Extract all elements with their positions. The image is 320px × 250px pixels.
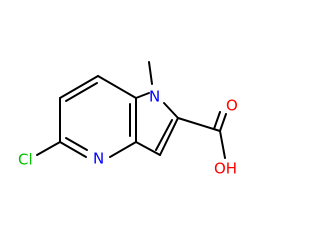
bond-c2-ccooh <box>177 117 221 132</box>
bond-npy-c5 <box>109 141 137 158</box>
bond-c6-c7 <box>59 75 99 99</box>
bond-c3-c5 <box>135 141 161 156</box>
bond-layer <box>36 61 227 159</box>
molecule-diagram: N N O OH Cl <box>18 61 238 178</box>
bond-c2-c3 <box>159 117 179 156</box>
bond-c8-npy-inner <box>65 137 88 151</box>
bond-c-oh <box>219 130 226 159</box>
bond-c8-cl <box>36 141 61 156</box>
bond-n1-methyl <box>148 61 153 85</box>
bond-c-o-double-b <box>213 111 221 130</box>
atom-o-carbonyl: O <box>226 97 238 115</box>
bond-n1-c2 <box>163 102 179 119</box>
bond-c2-c3-inner <box>155 119 173 151</box>
bond-c4-c6 <box>97 75 137 99</box>
atom-label-layer: N N O OH Cl <box>18 88 238 178</box>
bond-c-o-double-a <box>219 113 227 132</box>
bond-c6-c7-inner <box>65 82 98 102</box>
atom-oh-hydroxyl: OH <box>214 160 237 178</box>
bond-c8-npy <box>59 141 87 158</box>
atom-n-pyrrole: N <box>149 88 160 106</box>
atom-cl: Cl <box>18 151 33 169</box>
bond-c4-n1 <box>135 92 150 99</box>
atom-n-pyridine: N <box>93 150 104 168</box>
